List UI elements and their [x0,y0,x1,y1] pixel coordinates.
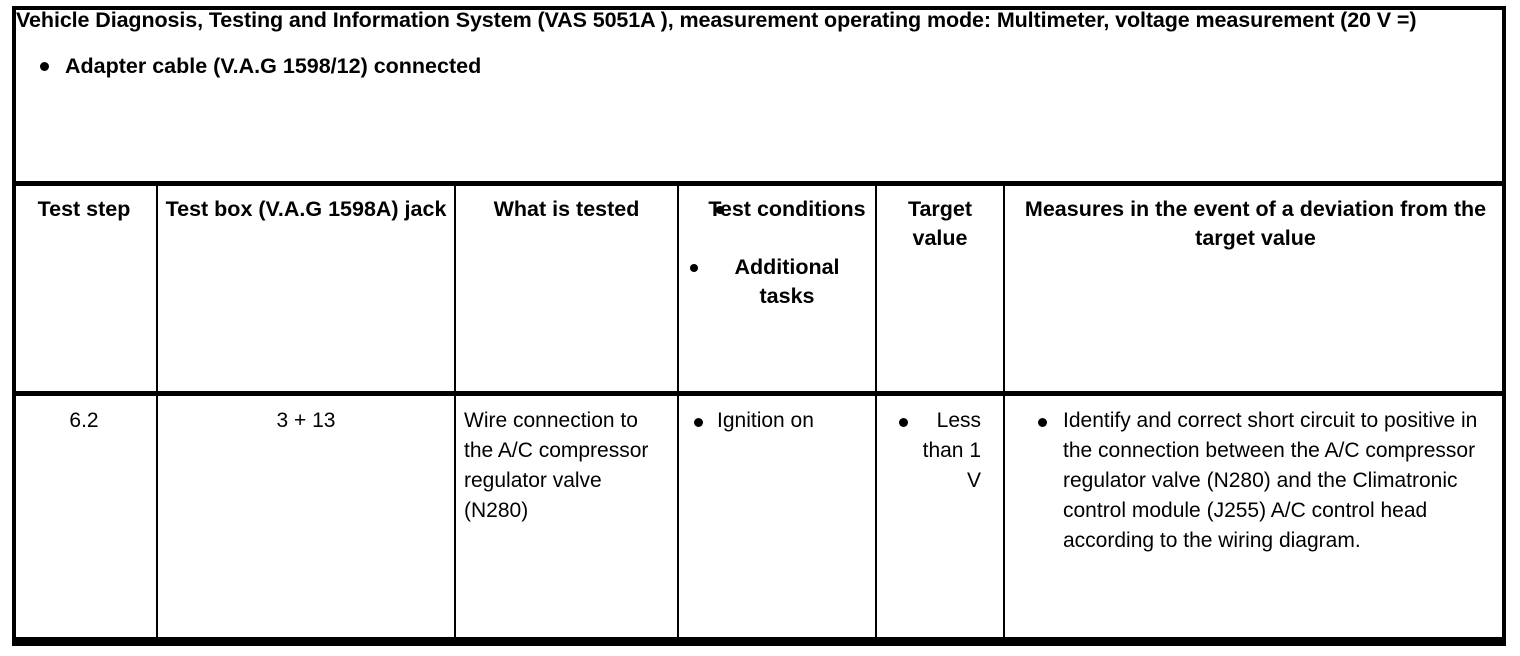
target-value-value: Less than 1 V [922,409,981,492]
bullet-icon [40,62,49,71]
cell-test-step: 6.2 [12,393,158,642]
measures-bullet-item: Identify and correct short circuit to po… [1013,406,1498,556]
intro-bullet-label: Adapter cable (V.A.G 1598/12) connected [65,54,482,78]
cell-target-value: Less than 1 V [875,393,1005,642]
cell-measures: Identify and correct short circuit to po… [1003,393,1506,642]
bullet-icon [694,418,703,427]
intro-bullet-item: Adapter cable (V.A.G 1598/12) connected [16,53,1510,80]
column-header-test-step: Test step [12,181,158,396]
table-row: 6.2 3 + 13 Wire connection to the A/C co… [12,393,1506,642]
bullet-icon [899,418,908,427]
test-conditions-bullet-item: Test conditions [685,195,869,224]
table-header: Test step Test box (V.A.G 1598A) jack Wh… [12,181,1506,396]
column-header-measures: Measures in the event of a deviation fro… [1003,181,1506,396]
table-header-row: Test step Test box (V.A.G 1598A) jack Wh… [12,181,1506,396]
cell-test-box-jack: 3 + 13 [156,393,456,642]
intro-bullet-list: Adapter cable (V.A.G 1598/12) connected [16,53,1510,80]
intro-block: Vehicle Diagnosis, Testing and Informati… [16,6,1510,80]
column-header-test-conditions: Test conditions Additional tasks [677,181,877,396]
cell-what-is-tested: Wire connection to the A/C compressor re… [454,393,679,642]
table-body: 6.2 3 + 13 Wire connection to the A/C co… [12,393,1506,642]
column-header-test-box-jack: Test box (V.A.G 1598A) jack [156,181,456,396]
bullet-icon [1038,418,1047,427]
additional-tasks-label: Additional tasks [734,255,840,308]
test-conditions-value: Ignition on [717,409,814,432]
cell-test-conditions: Ignition on [677,393,877,642]
bullet-icon [716,206,724,214]
column-header-target-value: Target value [875,181,1005,396]
column-header-what-is-tested: What is tested [454,181,679,396]
test-conditions-label: Test conditions [708,197,866,221]
target-value-bullet-item: Less than 1 V [885,406,995,496]
test-conditions-bullet-item: Ignition on [687,406,867,436]
measures-value: Identify and correct short circuit to po… [1063,409,1478,552]
bullet-icon [690,264,698,272]
test-conditions-bullet-list: Test conditions Additional tasks [685,195,869,311]
additional-tasks-bullet-item: Additional tasks [685,253,869,311]
document-title: Vehicle Diagnosis, Testing and Informati… [16,8,1417,32]
test-step-table: Test step Test box (V.A.G 1598A) jack Wh… [12,181,1506,642]
